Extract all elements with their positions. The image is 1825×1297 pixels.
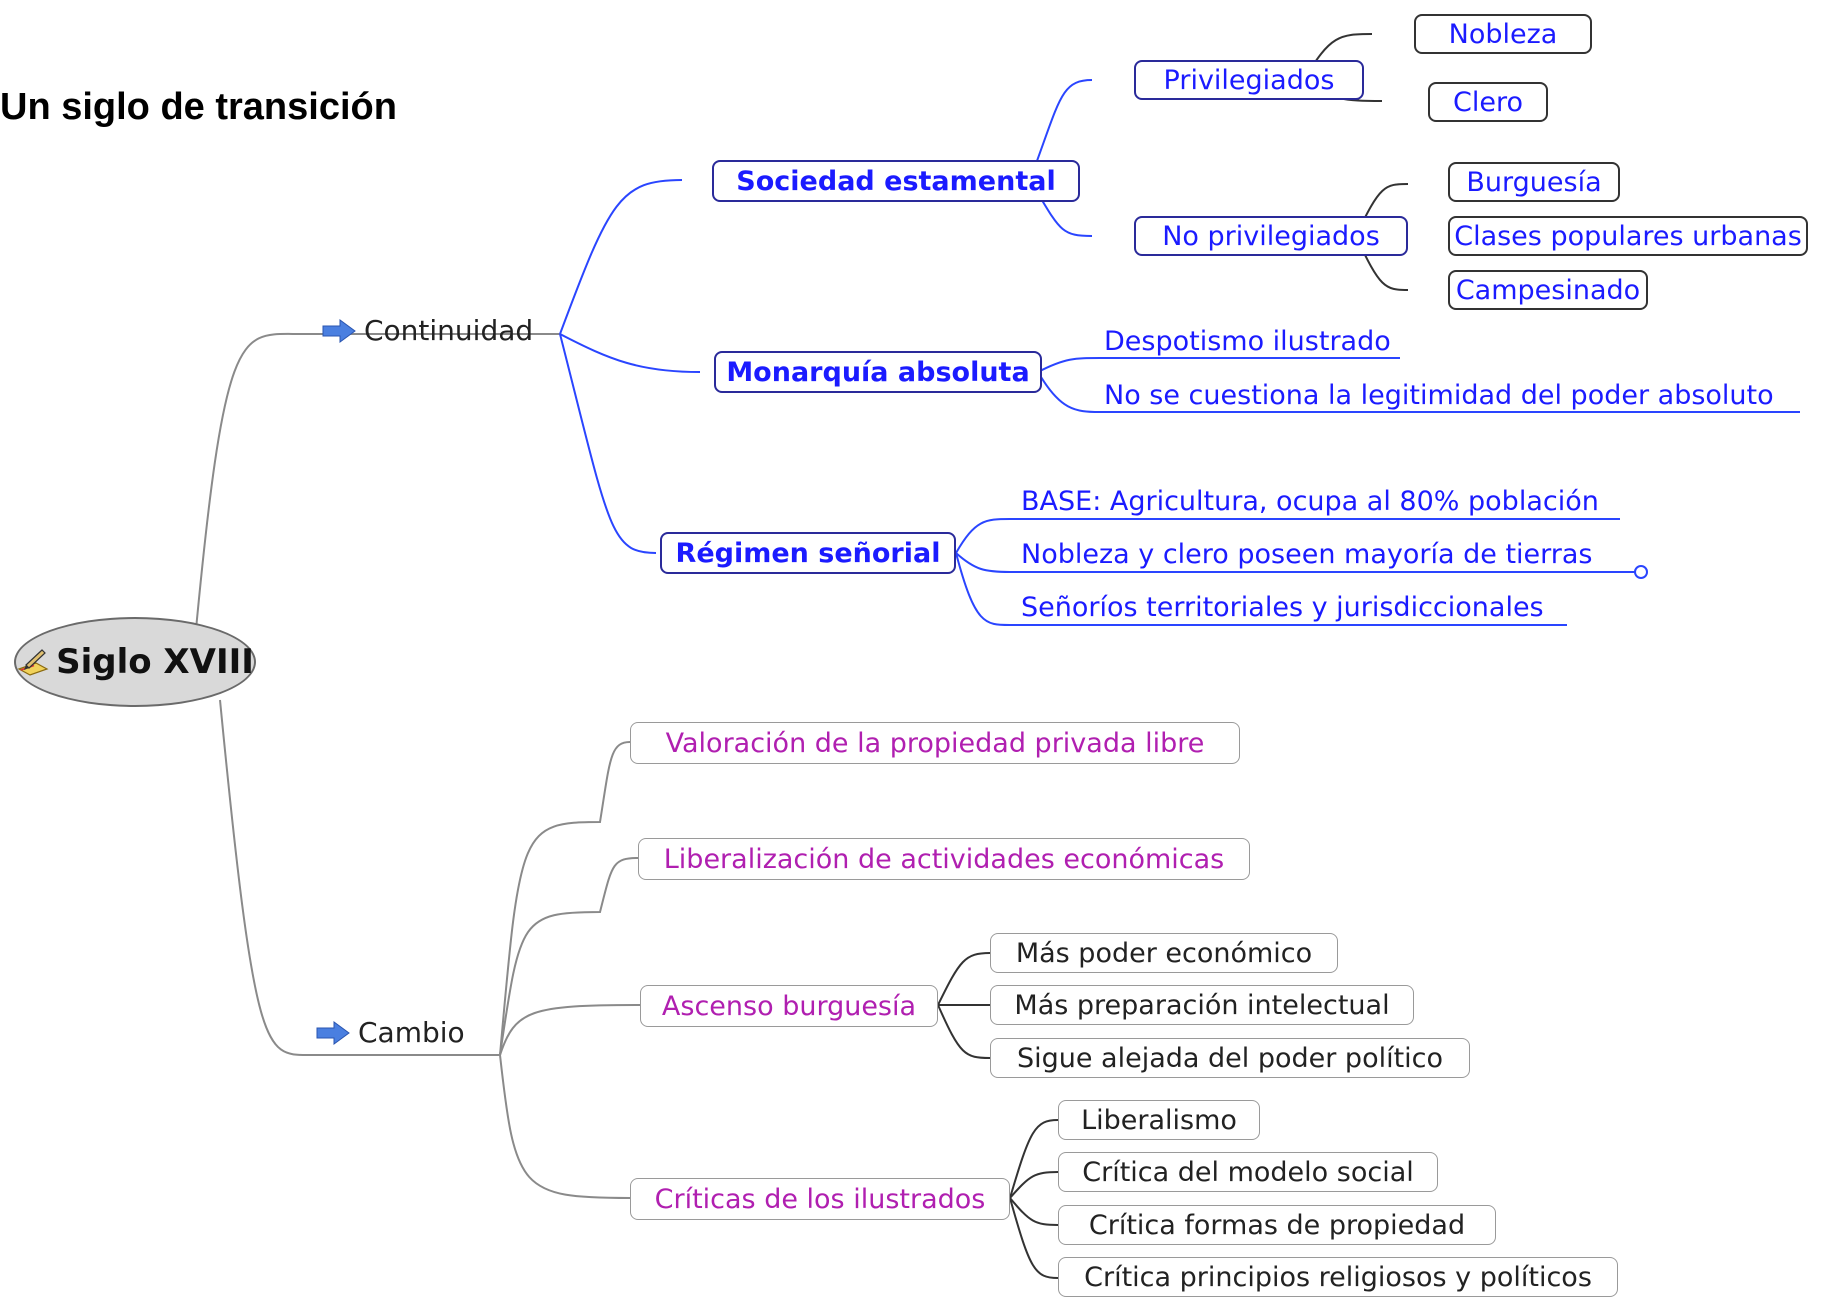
node-no-privilegiados[interactable]: No privilegiados (1134, 216, 1408, 256)
branch-continuidad[interactable]: Continuidad (322, 314, 533, 347)
connector-regimen-senorios (955, 552, 1567, 626)
node-critica-modelo[interactable]: Crítica del modelo social (1058, 1152, 1438, 1192)
node-mas-preparacion[interactable]: Más preparación intelectual (990, 985, 1414, 1025)
leaf-base-agricultura[interactable]: BASE: Agricultura, ocupa al 80% població… (1021, 486, 1599, 517)
connector-regimen-base (955, 518, 1620, 554)
node-monarquia-absoluta[interactable]: Monarquía absoluta (714, 351, 1042, 393)
leaf-nobleza-clero[interactable]: Nobleza y clero poseen mayoría de tierra… (1021, 539, 1593, 570)
node-clero[interactable]: Clero (1428, 82, 1548, 122)
node-privilegiados[interactable]: Privilegiados (1134, 60, 1364, 100)
pencil-notepad-icon (17, 649, 49, 676)
connector-root-cambio (219, 699, 311, 1057)
connector-continuidad-monarquia (559, 333, 701, 373)
root-label: Siglo XVIII (56, 642, 254, 682)
node-liberalizacion[interactable]: Liberalización de actividades económicas (638, 838, 1250, 880)
connector-criticas-principios (1009, 1197, 1059, 1279)
branch-continuidad-label: Continuidad (364, 314, 534, 347)
node-sigue-alejada[interactable]: Sigue alejada del poder político (990, 1038, 1470, 1078)
connector-continuidad-regimen (559, 333, 657, 554)
connector-root-continuidad (194, 332, 301, 641)
blue-right-arrow-icon (316, 1020, 350, 1045)
node-liberalismo[interactable]: Liberalismo (1058, 1100, 1260, 1140)
connector-criticas-formas (1009, 1197, 1059, 1226)
node-burguesia[interactable]: Burguesía (1448, 162, 1620, 202)
connector-cambio-criticas (499, 1054, 631, 1199)
node-criticas-ilustrados[interactable]: Críticas de los ilustrados (630, 1178, 1010, 1220)
node-campesinado[interactable]: Campesinado (1448, 270, 1648, 310)
branch-cambio-label: Cambio (358, 1016, 465, 1049)
page-title: Un siglo de transición (0, 86, 397, 128)
node-nobleza[interactable]: Nobleza (1414, 14, 1592, 54)
root-node[interactable]: Siglo XVIII (14, 617, 256, 707)
leaf-no-cuestiona[interactable]: No se cuestiona la legitimidad del poder… (1104, 380, 1774, 411)
branch-cambio[interactable]: Cambio (316, 1016, 465, 1049)
node-clases-populares[interactable]: Clases populares urbanas (1448, 216, 1808, 256)
connector-sociedad-privilegiados (1029, 79, 1093, 181)
connector-monarquia-despotismo (1037, 357, 1400, 373)
node-ascenso-burguesia[interactable]: Ascenso burguesía (640, 985, 938, 1027)
connector-continuidad-sociedad (559, 179, 683, 335)
connector-regimen-nobleza (955, 552, 1640, 573)
connector-ascenso-sigue (937, 1004, 991, 1059)
node-critica-formas[interactable]: Crítica formas de propiedad (1058, 1205, 1496, 1245)
collapsed-marker (1634, 565, 1648, 579)
connector-criticas-modelo (1009, 1171, 1059, 1199)
blue-right-arrow-icon (322, 318, 356, 343)
node-valoracion[interactable]: Valoración de la propiedad privada libre (630, 722, 1240, 764)
leaf-despotismo[interactable]: Despotismo ilustrado (1104, 326, 1391, 357)
leaf-senorios[interactable]: Señoríos territoriales y jurisdiccionale… (1021, 592, 1544, 623)
connector-cambio-valoracion (499, 741, 631, 1056)
node-sociedad-estamental[interactable]: Sociedad estamental (712, 160, 1080, 202)
connector-monarquia-nocuestiona (1037, 371, 1800, 413)
node-critica-principios[interactable]: Crítica principios religiosos y político… (1058, 1257, 1618, 1297)
node-mas-poder[interactable]: Más poder económico (990, 933, 1338, 973)
node-regimen-senorial[interactable]: Régimen señorial (660, 532, 956, 574)
connector-ascenso-poder (937, 952, 991, 1006)
connector-criticas-liberalismo (1009, 1119, 1059, 1199)
connector-cambio-liberalizacion (499, 857, 639, 1056)
connector-cambio-ascenso (499, 1004, 641, 1056)
